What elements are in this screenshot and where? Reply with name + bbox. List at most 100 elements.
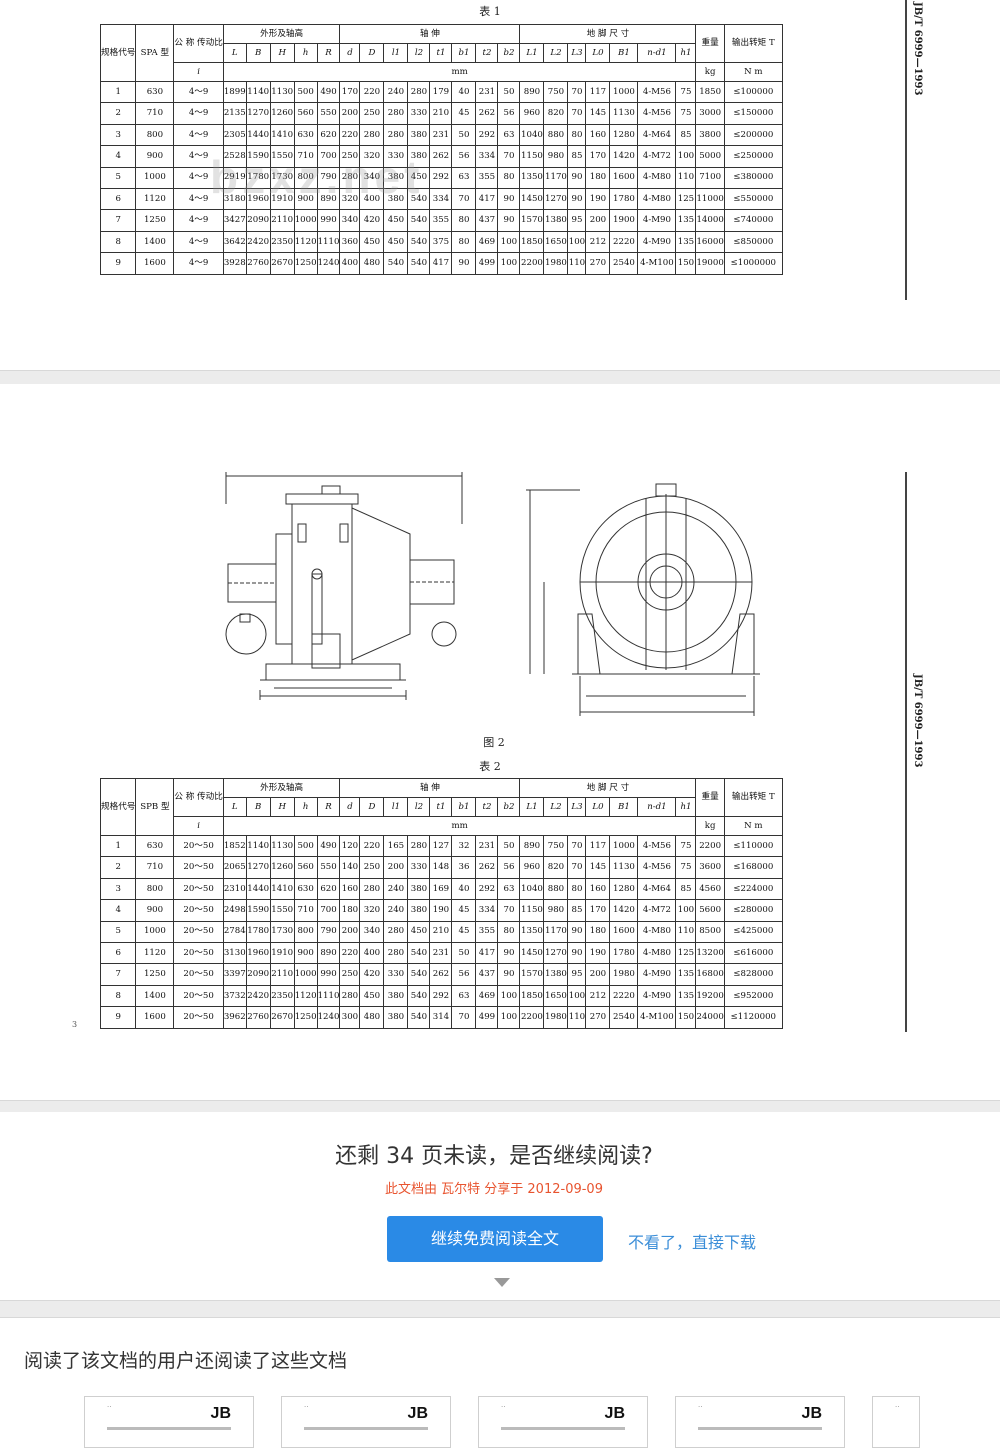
table-cell: 330 xyxy=(407,856,431,879)
table-cell: 16800 xyxy=(695,963,725,986)
table-cell: 32 xyxy=(451,834,477,858)
header-col: n-d1 xyxy=(637,797,677,817)
table-cell: 135 xyxy=(675,209,697,232)
table-cell: 20～50 xyxy=(173,941,224,965)
table-cell: 1140 xyxy=(245,834,271,858)
table-cell: 270 xyxy=(585,252,611,275)
table-cell: 280 xyxy=(383,102,409,125)
chevron-down-icon[interactable] xyxy=(494,1278,510,1287)
table-cell: 340 xyxy=(359,920,385,943)
direct-download-link[interactable]: 不看了，直接下载 xyxy=(628,1233,757,1252)
table-cell: 85 xyxy=(675,877,697,901)
table-cell: 1110 xyxy=(316,984,341,1008)
table-cell: 190 xyxy=(585,187,611,211)
table-cell: 1780 xyxy=(609,941,639,965)
table-cell: 750 xyxy=(543,834,569,858)
table-cell: 3962 xyxy=(222,1006,247,1029)
related-doc-thumb[interactable]: .. xyxy=(872,1396,920,1448)
table-cell: 100 xyxy=(497,984,521,1008)
table-cell: 170 xyxy=(585,899,611,922)
doc-thumb-mark: JB xyxy=(604,1405,625,1422)
table-cell: 36 xyxy=(451,856,477,879)
table-cell: 80 xyxy=(497,920,521,943)
table-cell: 2420 xyxy=(245,984,271,1008)
header-shaft-group: 轴 伸 xyxy=(339,778,521,798)
table-cell: 1250 xyxy=(135,963,175,986)
table-cell: 1570 xyxy=(519,209,545,232)
table-cell: ≤280000 xyxy=(723,899,783,922)
table-cell: 990 xyxy=(316,963,341,986)
header-ratio-sym: i xyxy=(173,816,224,836)
table-cell: 540 xyxy=(407,252,431,275)
table-cell: 499 xyxy=(475,252,499,275)
table-cell: 450 xyxy=(383,230,409,254)
table-cell: 250 xyxy=(339,963,361,986)
table-cell: 2420 xyxy=(245,230,271,254)
table-cell: 355 xyxy=(475,166,499,189)
table-cell: 900 xyxy=(135,145,175,168)
table-cell: 2220 xyxy=(609,984,639,1008)
table-cell: 90 xyxy=(497,941,521,965)
table-cell: 620 xyxy=(316,877,341,901)
header-torque-unit: N m xyxy=(723,62,783,82)
table-cell: 95 xyxy=(567,209,587,232)
table-cell: 7100 xyxy=(695,166,725,189)
related-doc-thumb[interactable]: ..JB xyxy=(478,1396,648,1448)
table-cell: 1270 xyxy=(245,856,271,879)
table-cell: 1000 xyxy=(609,834,639,858)
table-cell: 1120 xyxy=(135,187,175,211)
doc-thumb-mark: JB xyxy=(210,1405,231,1422)
table-cell: 1650 xyxy=(543,984,569,1008)
header-foot-group: 地 脚 尺 寸 xyxy=(519,24,697,44)
table-cell: 800 xyxy=(135,123,175,147)
table-cell: 540 xyxy=(407,209,431,232)
related-doc-thumb[interactable]: ..JB xyxy=(281,1396,451,1448)
table-cell: 8 xyxy=(99,984,137,1008)
table-cell: 1120 xyxy=(293,984,318,1008)
table-cell: 820 xyxy=(543,102,569,125)
table-cell: 1040 xyxy=(519,123,545,147)
table-cell: 160 xyxy=(585,123,611,147)
header-col: H xyxy=(269,43,295,63)
table-cell: 9 xyxy=(99,1006,137,1029)
table-cell: 1730 xyxy=(269,920,295,943)
table-cell: 14000 xyxy=(695,209,725,232)
table-cell: 1850 xyxy=(519,230,545,254)
table-cell: 1400 xyxy=(135,230,175,254)
table-cell: 1240 xyxy=(316,1006,341,1029)
table-cell: 820 xyxy=(543,856,569,879)
table-2-title: 表 2 xyxy=(479,760,501,773)
table-cell: 212 xyxy=(585,984,611,1008)
table-cell: 437 xyxy=(475,209,499,232)
table-cell: 700 xyxy=(316,899,341,922)
header-dims-group: 外形及轴高 xyxy=(222,24,341,44)
table-cell: 630 xyxy=(135,80,175,104)
table-cell: 70 xyxy=(451,187,477,211)
related-doc-thumb[interactable]: ..JB xyxy=(675,1396,845,1448)
table-cell: 4-M80 xyxy=(637,941,677,965)
table-cell: 4-M80 xyxy=(637,920,677,943)
table-cell: 550 xyxy=(316,102,341,125)
table-cell: 56 xyxy=(451,963,477,986)
continue-reading-button[interactable]: 继续免费阅读全文 xyxy=(387,1216,603,1262)
table-cell: 292 xyxy=(475,877,499,901)
table-cell: 1130 xyxy=(609,856,639,879)
header-col: h xyxy=(293,797,318,817)
table-cell: 5000 xyxy=(695,145,725,168)
table-cell: 90 xyxy=(497,187,521,211)
header-code: 规格代号 xyxy=(99,778,137,836)
table-cell: 4-M90 xyxy=(637,963,677,986)
related-doc-thumb[interactable]: ..JB xyxy=(84,1396,254,1448)
table-cell: 5 xyxy=(99,166,137,189)
header-weight-unit: kg xyxy=(695,62,725,82)
header-col: b2 xyxy=(497,43,521,63)
table-cell: 165 xyxy=(383,834,409,858)
table-cell: 70 xyxy=(497,899,521,922)
table-cell: 95 xyxy=(567,963,587,986)
table-cell: 4～9 xyxy=(173,230,224,254)
